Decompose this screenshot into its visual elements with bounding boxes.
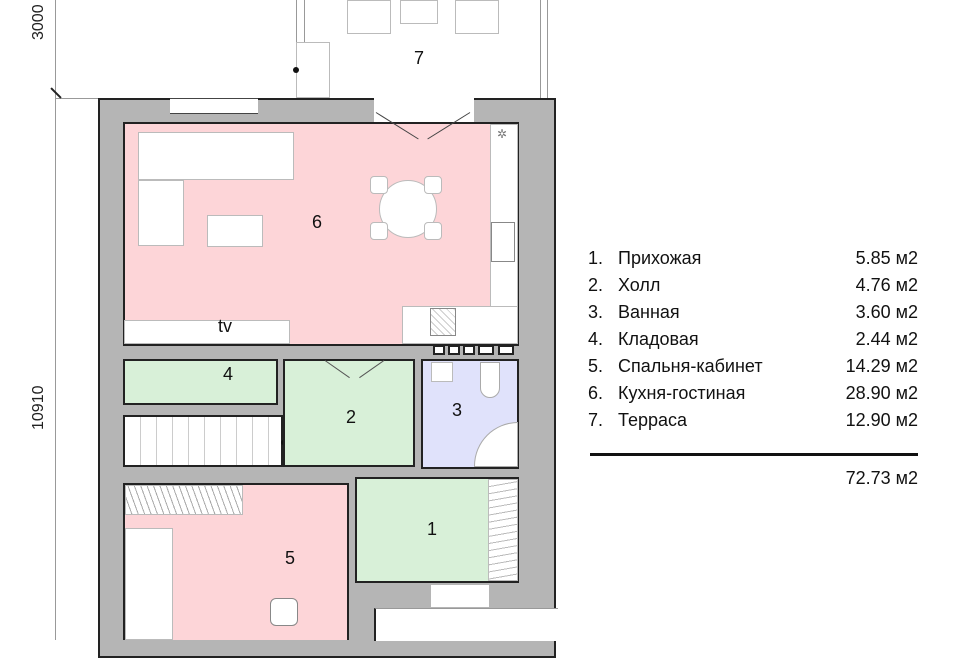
total-area: 72.73 м2 [845, 468, 918, 488]
terrace-chair [347, 0, 391, 34]
washbasin [431, 362, 453, 382]
room-storage [123, 359, 278, 405]
vent-icon [433, 345, 445, 355]
door-terrace [374, 98, 474, 122]
terrace-chair [455, 0, 499, 34]
window-top-left [170, 98, 258, 114]
legend-num: 3. [588, 302, 604, 322]
fridge-icon: ✲ [497, 127, 508, 141]
vent-icon [448, 345, 460, 355]
legend-row: 6. Кухня-гостиная 28.90 м2 [588, 380, 918, 407]
legend-name: Ванная [618, 302, 680, 322]
legend-row: 2. Холл 4.76 м2 [588, 272, 918, 299]
coffee-table [207, 215, 263, 247]
room-label-5: 5 [285, 548, 296, 568]
legend-num: 5. [588, 356, 604, 376]
dimension-side-length: 10910 [30, 385, 47, 431]
room-label-3: 3 [452, 400, 463, 420]
legend-area: 2.44 м2 [855, 329, 918, 349]
legend-area: 4.76 м2 [855, 275, 918, 295]
stove [430, 308, 456, 336]
room-label-2: 2 [346, 407, 357, 427]
legend-name: Прихожая [618, 248, 702, 268]
front-door [431, 585, 489, 607]
wardrobe [125, 485, 243, 515]
corner-sofa [138, 132, 294, 180]
legend-row: 1. Прихожая 5.85 м2 [588, 245, 918, 272]
legend-row: 4. Кладовая 2.44 м2 [588, 326, 918, 353]
staircase [123, 415, 283, 467]
dimension-line-vertical [55, 0, 56, 640]
legend-area: 5.85 м2 [855, 248, 918, 268]
legend-row: 5. Спальня-кабинет 14.29 м2 [588, 353, 918, 380]
sink [491, 222, 515, 262]
office-chair [270, 598, 298, 626]
room-hall [283, 359, 415, 467]
legend-name: Кухня-гостиная [618, 383, 746, 403]
legend-num: 7. [588, 410, 604, 430]
entrance-porch [374, 608, 558, 641]
terrace-table [400, 0, 438, 24]
terrace-steps [296, 42, 330, 98]
area-legend: 1. Прихожая 5.85 м2 2. Холл 4.76 м2 3. Ванная… [588, 245, 918, 434]
vent-icon [498, 345, 514, 355]
legend-name: Терраса [618, 410, 688, 430]
legend-area: 14.29 м2 [845, 356, 918, 376]
terrace-step-marker [293, 67, 299, 73]
room-label-6: 6 [312, 212, 323, 232]
dining-chair [424, 176, 442, 194]
legend-divider [590, 453, 918, 456]
legend-num: 4. [588, 329, 604, 349]
room-label-1: 1 [427, 519, 438, 539]
dining-chair [370, 222, 388, 240]
terrace-rail [540, 0, 541, 98]
dining-chair [424, 222, 442, 240]
kitchen-counter-bottom [402, 306, 518, 344]
tv-unit [124, 320, 290, 344]
dimension-tick [50, 87, 62, 99]
corner-sofa [138, 180, 184, 246]
toilet [480, 362, 500, 398]
legend-name: Спальня-кабинет [618, 356, 763, 376]
tv-label: tv [218, 316, 233, 336]
legend-area: 3.60 м2 [855, 302, 918, 322]
room-label-4: 4 [223, 364, 234, 384]
legend-area: 12.90 м2 [845, 410, 918, 430]
legend-row: 7. Терраса 12.90 м2 [588, 407, 918, 434]
entrance-wardrobe [488, 479, 518, 581]
legend-num: 1. [588, 248, 604, 268]
legend-area: 28.90 м2 [845, 383, 918, 403]
legend-row: 3. Ванная 3.60 м2 [588, 299, 918, 326]
dimension-top-depth: 3000 [30, 4, 47, 40]
vent-icon [478, 345, 494, 355]
dining-chair [370, 176, 388, 194]
terrace-rail [304, 0, 305, 42]
vent-icon [463, 345, 475, 355]
room-label-7: 7 [414, 48, 425, 68]
legend-num: 6. [588, 383, 604, 403]
legend-num: 2. [588, 275, 604, 295]
legend-name: Холл [618, 275, 661, 295]
legend-name: Кладовая [618, 329, 699, 349]
sofa-bed [125, 528, 173, 640]
